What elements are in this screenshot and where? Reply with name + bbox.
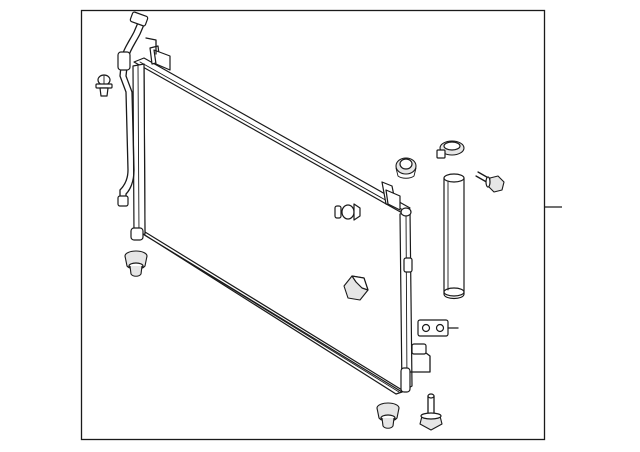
cap-icon[interactable] xyxy=(343,275,369,301)
condenser-icon[interactable] xyxy=(130,45,413,395)
pipe-icon[interactable] xyxy=(117,11,157,207)
lower-right-mount-icon[interactable] xyxy=(376,402,400,429)
receiver-drier-icon[interactable] xyxy=(443,173,465,300)
rubber-mount-icon[interactable] xyxy=(124,250,148,277)
clamp-icon[interactable] xyxy=(436,140,465,159)
nut-icon[interactable] xyxy=(395,157,417,179)
push-clip-icon[interactable] xyxy=(95,74,113,97)
bolt-icon[interactable] xyxy=(475,171,505,193)
fitting-icon[interactable] xyxy=(409,343,431,373)
seal-icon[interactable] xyxy=(417,319,459,337)
center-push-clip-icon[interactable] xyxy=(334,203,361,221)
lower-bolt-icon[interactable] xyxy=(419,393,443,431)
diagram-frame xyxy=(80,9,546,441)
